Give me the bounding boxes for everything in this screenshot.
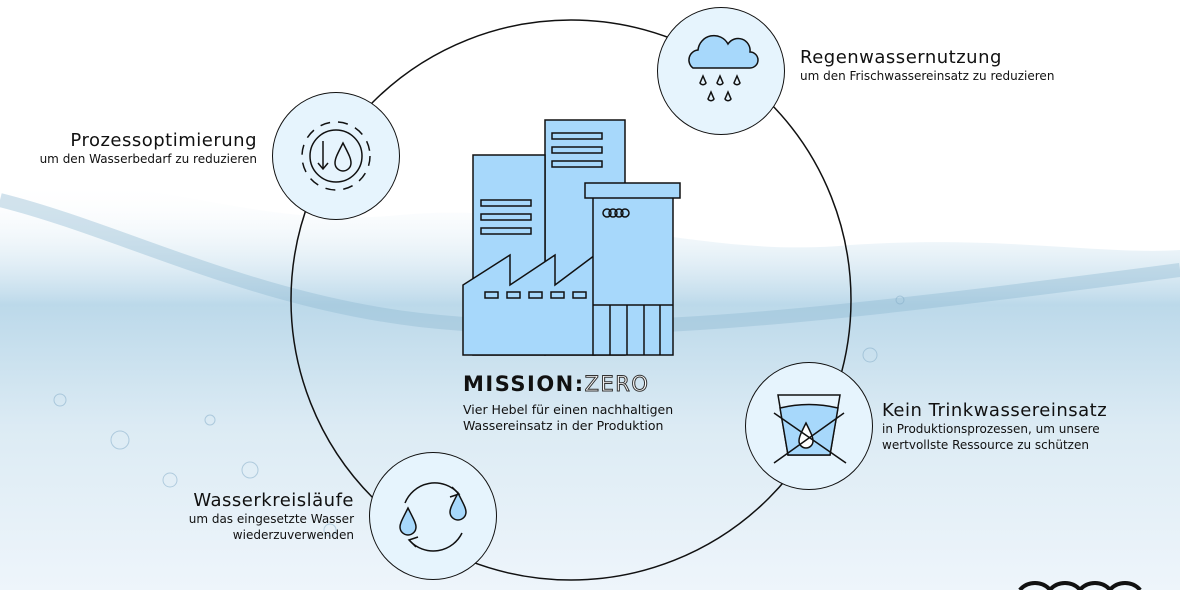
lever-description: in Produktionsprozessen, um unsere [882,422,1100,436]
rainwater-node [657,7,785,135]
water-cycle-label: Wasserkreisläufe um das eingesetzte Wass… [189,490,354,543]
subtitle-line: Wassereinsatz in der Produktion [463,418,664,433]
recycle-arrows-drops-icon [399,482,467,552]
lever-description: um das eingesetzte Wasser [188,512,354,526]
lever-title: Regenwassernutzung [800,47,1002,68]
water-cycle-node [369,452,497,580]
mission-text: MISSION: [463,372,585,396]
zero-text: ZERO [584,372,650,397]
lever-description: um den Frischwassereinsatz zu reduzieren [800,69,1055,83]
subtitle-line: Vier Hebel für einen nachhaltigen [463,402,674,417]
process-optimization-label: Prozessoptimierung um den Wasserbedarf z… [40,130,257,167]
process-optimization-node [272,92,400,220]
cycle-ring [290,19,852,581]
mission-subtitle: Vier Hebel für einen nachhaltigen Wasser… [463,402,673,434]
lever-title: Prozessoptimierung [70,130,257,151]
rain-cloud-icon [688,34,759,102]
rainwater-label: Regenwassernutzung um den Frischwasserei… [800,47,1054,84]
no-drinking-water-node [745,362,873,490]
lever-description: um den Wasserbedarf zu reduzieren [39,152,257,166]
mission-zero-title: MISSION:ZERO [463,372,650,397]
factory-icon [462,119,681,356]
audi-rings-logo [1018,581,1142,590]
lever-title: Kein Trinkwassereinsatz [882,400,1108,421]
crossed-water-glass-icon [773,394,847,464]
lever-title: Wasserkreisläufe [193,490,354,511]
gear-water-drop-icon [301,121,371,191]
lever-description: wiederzuverwenden [232,528,354,542]
no-drinking-water-label: Kein Trinkwassereinsatz in Produktionspr… [882,400,1107,453]
lever-description: wertvollste Ressource zu schützen [882,438,1089,452]
